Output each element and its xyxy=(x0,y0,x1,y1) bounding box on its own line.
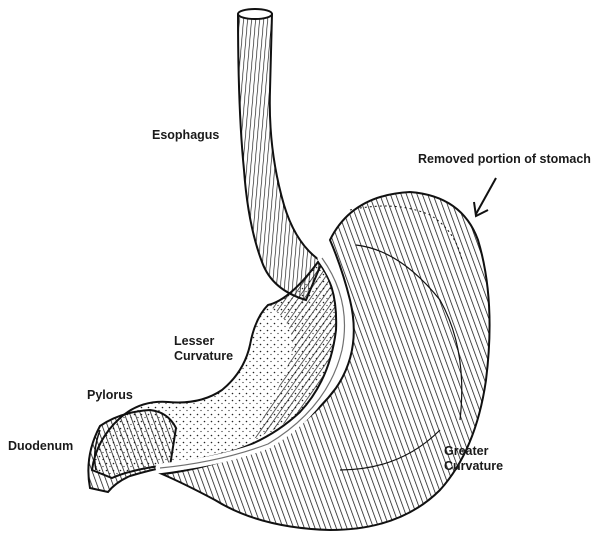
esophagus-shape xyxy=(238,9,322,300)
label-greater-line2: Curvature xyxy=(444,459,503,474)
pointer-arrow-icon xyxy=(470,176,500,220)
label-duodenum: Duodenum xyxy=(8,439,73,454)
label-greater-line1: Greater xyxy=(444,444,503,459)
label-esophagus: Esophagus xyxy=(152,128,219,143)
label-lesser-line2: Curvature xyxy=(174,349,233,364)
label-greater-curvature: Greater Curvature xyxy=(444,444,503,474)
label-pylorus: Pylorus xyxy=(87,388,133,403)
label-lesser-line1: Lesser xyxy=(174,334,233,349)
duodenum-shape xyxy=(88,410,176,492)
label-lesser-curvature: Lesser Curvature xyxy=(174,334,233,364)
label-removed-portion: Removed portion of stomach xyxy=(418,152,591,167)
